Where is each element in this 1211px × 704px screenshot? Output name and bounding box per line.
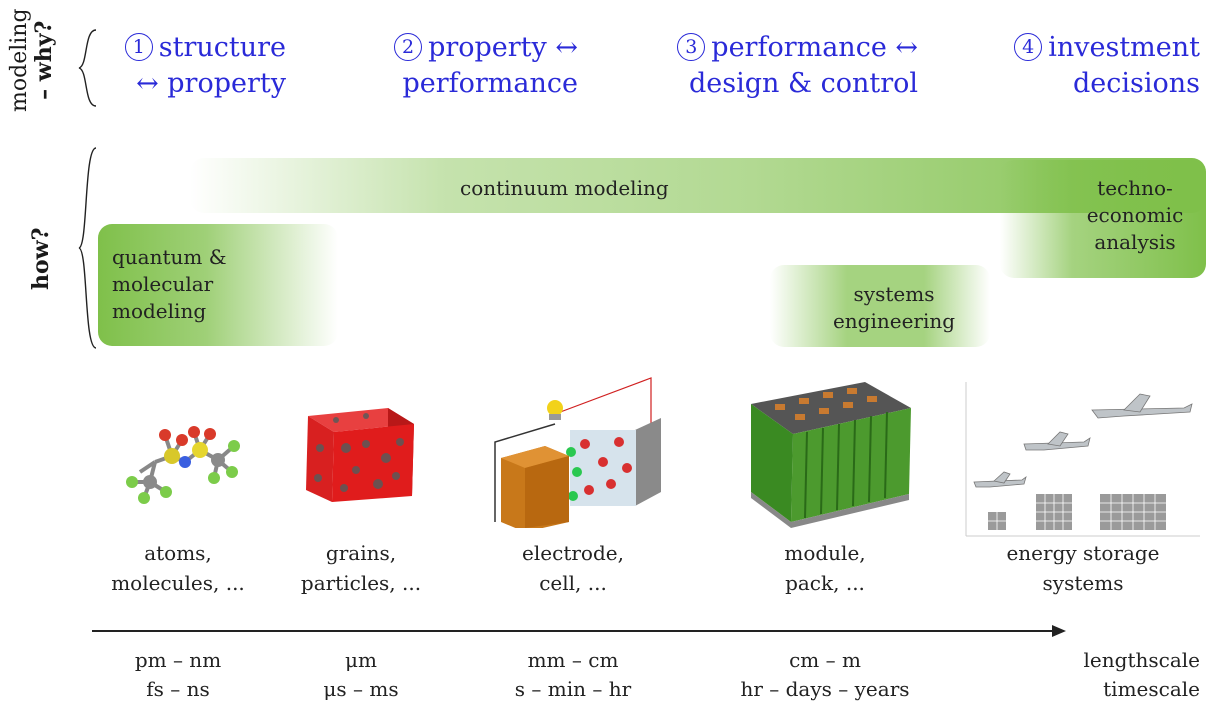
lengthscale-label: lengthscale: [1083, 648, 1200, 672]
techno-label: techno- economic analysis: [1070, 175, 1200, 256]
quantum-label-line2: molecular: [112, 272, 214, 296]
quantum-label-line1: quantum &: [112, 245, 227, 269]
caption-module-line1: module,: [784, 541, 866, 565]
techno-band: [1000, 160, 1206, 278]
scale-atoms-time: fs – ns: [146, 677, 210, 701]
caption-atoms: atoms, molecules, ...: [90, 538, 266, 598]
scale-module-time: hr – days – years: [740, 677, 910, 701]
why-item-2-number: 2: [394, 33, 423, 61]
scale-axis-labels: lengthscale timescale: [1040, 646, 1200, 704]
systems-label-line1: systems: [853, 282, 935, 306]
caption-grains-line2: particles, ...: [300, 571, 422, 595]
scale-module: cm – m hr – days – years: [715, 646, 935, 704]
caption-systems-line2: systems: [1042, 571, 1124, 595]
why-item-4-number: 4: [1014, 33, 1043, 61]
battery-pack-illustration: [751, 382, 911, 528]
quantum-label: quantum & molecular modeling: [112, 244, 227, 325]
why-row-label-line2: – why?: [31, 20, 57, 100]
systems-label-line2: engineering: [832, 309, 956, 333]
why-row-label: modeling – why?: [7, 8, 57, 112]
scale-electrode-length: mm – cm: [527, 648, 619, 672]
quantum-band: [98, 224, 338, 346]
how-row-label-text: how?: [28, 227, 54, 291]
caption-module-line2: pack, ...: [785, 571, 865, 595]
caption-grains: grains, particles, ...: [276, 538, 446, 598]
caption-atoms-line1: atoms,: [144, 541, 212, 565]
caption-module: module, pack, ...: [740, 538, 910, 598]
why-item-1-line2: ↔ property: [136, 68, 286, 99]
grain-cube-illustration: [306, 408, 414, 502]
scale-atoms-length: pm – nm: [134, 648, 222, 672]
scale-grains-length: μm: [345, 648, 377, 672]
systems-label: systems engineering: [832, 281, 956, 335]
systems-band: [770, 265, 990, 347]
techno-label-line1: techno-: [1097, 176, 1173, 200]
techno-label-line3: analysis: [1094, 230, 1176, 254]
why-item-4-line1: investment: [1048, 32, 1200, 63]
caption-atoms-line2: molecules, ...: [111, 571, 245, 595]
scale-grains-time: μs – ms: [323, 677, 399, 701]
why-item-2-line2: performance: [402, 68, 578, 99]
scale-arrow: [92, 625, 1066, 637]
why-brace: [78, 29, 97, 107]
caption-systems-line1: energy storage: [1006, 541, 1160, 565]
why-row-label-line1: modeling: [7, 8, 32, 112]
scale-atoms: pm – nm fs – ns: [100, 646, 256, 704]
scale-module-length: cm – m: [789, 648, 861, 672]
why-item-1-number: 1: [124, 33, 153, 61]
why-item-2-line1: property ↔: [428, 32, 578, 63]
molecule-illustration: [126, 426, 240, 504]
quantum-label-line3: modeling: [112, 299, 207, 323]
techno-label-line2: economic: [1086, 203, 1184, 227]
scale-grains: μm μs – ms: [286, 646, 436, 704]
why-item-3-line2: design & control: [688, 68, 918, 99]
caption-electrode-line2: cell, ...: [539, 571, 607, 595]
how-brace: [78, 147, 97, 349]
battery-cell-illustration: [494, 377, 661, 528]
scale-electrode-time: s – min – hr: [514, 677, 632, 701]
caption-systems: energy storage systems: [980, 538, 1186, 598]
why-item-1-line1: structure: [158, 32, 286, 63]
caption-electrode: electrode, cell, ...: [488, 538, 658, 598]
why-item-3-line1: performance ↔: [711, 32, 918, 63]
why-item-4-line2: decisions: [1072, 68, 1200, 99]
how-row-label: how?: [28, 228, 54, 291]
airplane-grid-illustration: [965, 382, 1200, 537]
caption-grains-line1: grains,: [325, 541, 397, 565]
continuum-label: continuum modeling: [460, 176, 669, 200]
timescale-label: timescale: [1103, 677, 1200, 701]
why-item-3-number: 3: [677, 33, 706, 61]
caption-electrode-line1: electrode,: [522, 541, 624, 565]
scale-electrode: mm – cm s – min – hr: [493, 646, 653, 704]
